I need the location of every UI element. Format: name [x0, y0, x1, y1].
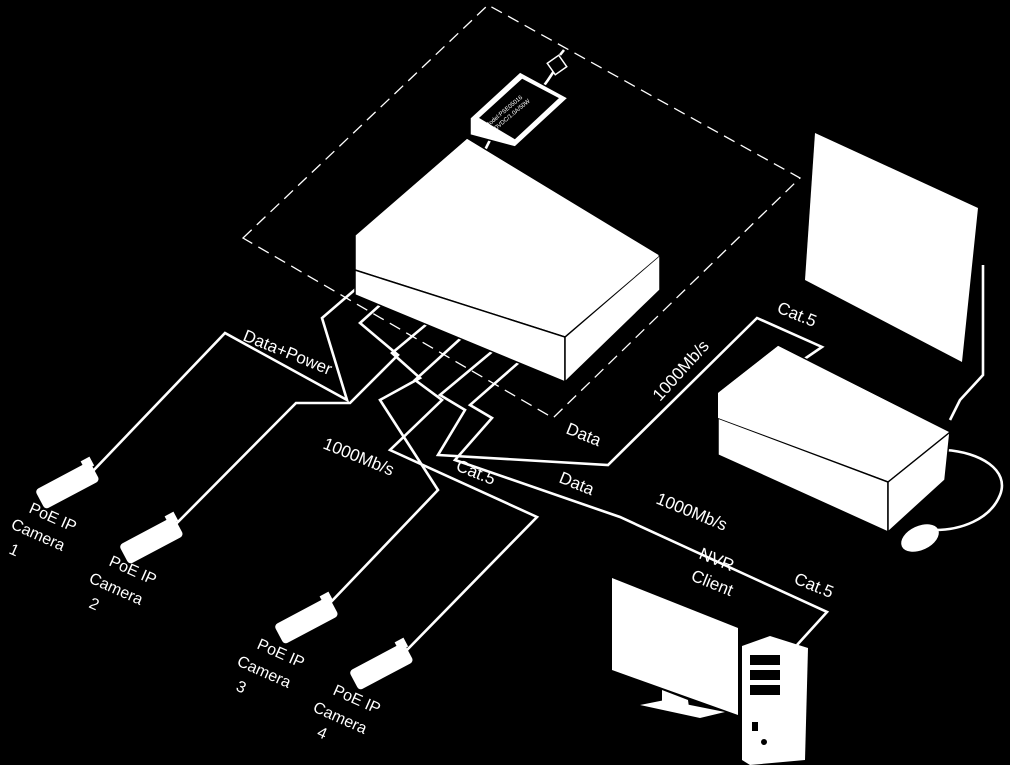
- cable-nvr-client: [452, 356, 830, 646]
- label-data-upper: Data: [564, 419, 605, 450]
- svg-text:2: 2: [86, 595, 101, 614]
- svg-text:1: 1: [6, 541, 21, 560]
- camera-3-icon: [275, 591, 338, 644]
- svg-text:4: 4: [314, 724, 329, 743]
- camera-1-icon: [36, 456, 99, 509]
- cable-monitor-server: [948, 265, 985, 421]
- cable-camera-1: [91, 274, 373, 473]
- label-cat5-top: Cat.5: [775, 298, 820, 331]
- camera-3-label: PoE IP Camera 3: [233, 636, 306, 697]
- cable-camera-2: [171, 286, 401, 529]
- cable-camera-4: [387, 329, 540, 653]
- power-plug-icon: [546, 49, 568, 76]
- label-data-power: Data+Power: [241, 326, 336, 379]
- poe-switch: [354, 137, 662, 384]
- camera-2-label: PoE IP Camera 2: [86, 553, 158, 614]
- camera-1-label: PoE IP Camera 1: [6, 500, 78, 560]
- label-cat5-left: Cat.5: [454, 456, 499, 489]
- camera-2-icon: [120, 511, 183, 564]
- label-speed-left: 1000Mb/s: [321, 434, 397, 480]
- poe-switch-dashed-enclosure: [241, 4, 802, 419]
- camera-4-icon: [350, 637, 413, 690]
- nvr-server: [717, 344, 952, 534]
- label-data-lower: Data: [557, 468, 598, 499]
- svg-text:3: 3: [233, 678, 248, 697]
- monitor-icon: [805, 133, 978, 362]
- mouse-icon: [901, 524, 939, 552]
- label-cat5-bottom: Cat.5: [792, 569, 837, 602]
- label-speed-bottom: 1000Mb/s: [654, 489, 730, 535]
- client-monitor-icon: [612, 578, 738, 718]
- power-adapter: Model:PSE05016 50VDC/1.0A/50W: [469, 71, 570, 148]
- camera-4-label: PoE IP Camera 4: [310, 682, 382, 743]
- cable-nvr-server: [435, 316, 825, 467]
- cable-mouse: [934, 448, 1004, 532]
- cable-camera-3: [329, 312, 441, 604]
- pc-tower-icon: [742, 636, 808, 765]
